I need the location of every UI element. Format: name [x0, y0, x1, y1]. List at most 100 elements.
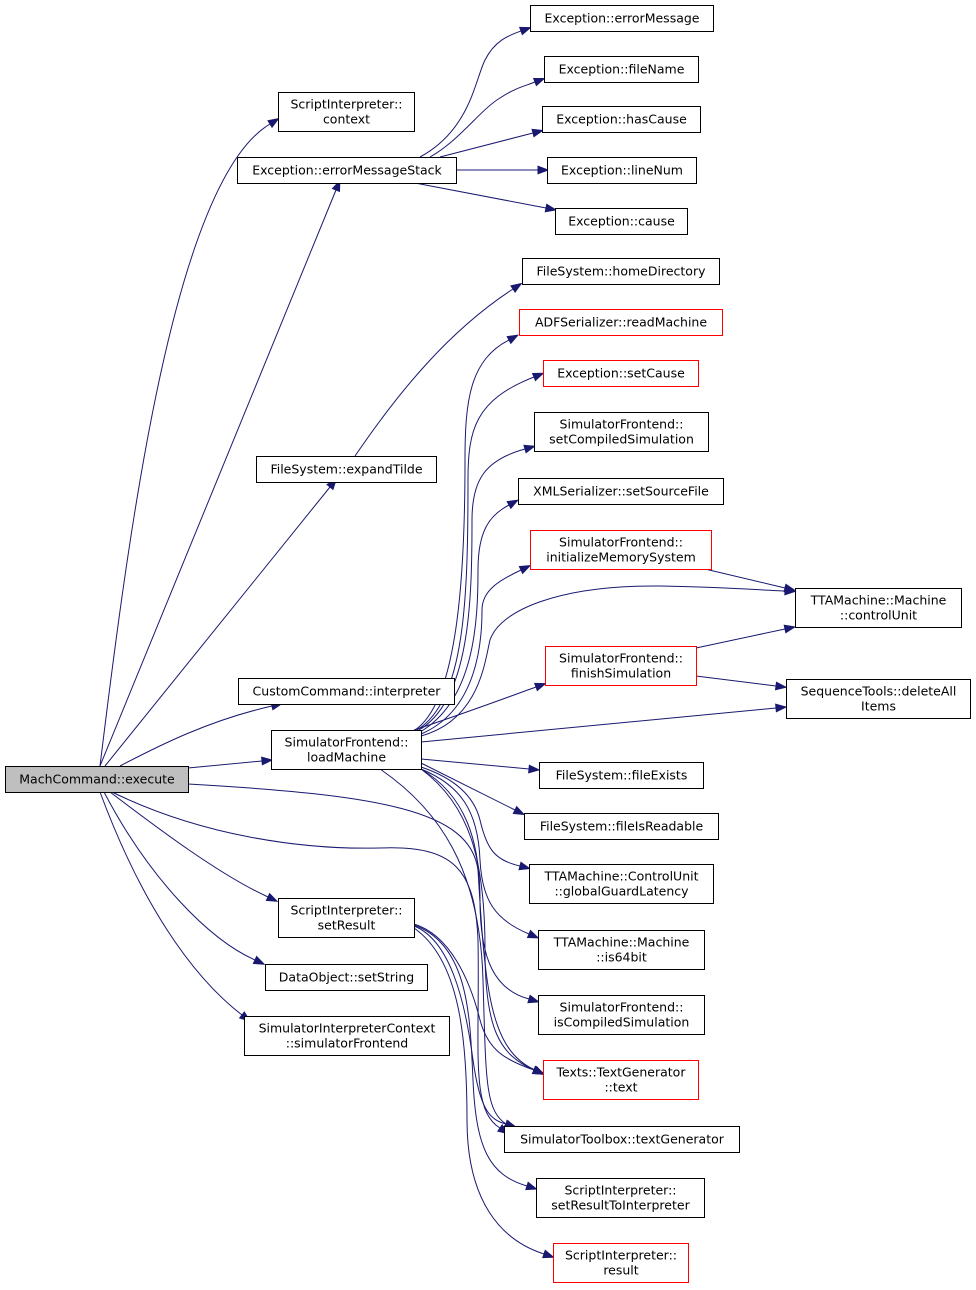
node-box [534, 412, 709, 452]
call-edge-n18-n19 [695, 675, 777, 687]
arrowhead-n16-n17 [783, 583, 797, 593]
node-label: TTAMachine::Machine [553, 935, 690, 950]
arrowhead-n2-n4 [532, 77, 546, 87]
function-node-exception-errormessagestack[interactable]: Exception::errorMessageStack [237, 157, 457, 184]
function-node-exception-linenum[interactable]: Exception::lineNum [547, 157, 697, 184]
function-node-simulatortoolbox-textgenerator[interactable]: SimulatorToolbox::textGenerator [504, 1126, 740, 1153]
arrowhead-n27-n30 [525, 1181, 538, 1191]
node-label: SimulatorFrontend:: [559, 535, 683, 550]
node-box [530, 530, 712, 570]
arrowhead-n11-n14 [523, 444, 536, 454]
function-node-scriptinterpreter-context[interactable]: ScriptInterpreter::context [278, 92, 415, 132]
call-edge-n2-n7 [414, 182, 547, 209]
function-node-filesystem-fileisreadable[interactable]: FileSystem::fileIsReadable [524, 813, 719, 840]
node-box [555, 208, 688, 235]
arrowhead-n27-n31 [542, 1249, 555, 1259]
function-node-exception-hascause[interactable]: Exception::hasCause [542, 106, 701, 133]
function-node-filesystem-expandtilde[interactable]: FileSystem::expandTilde [256, 456, 437, 483]
function-node-adfserializer-readmachine[interactable]: ADFSerializer::readMachine [519, 309, 723, 336]
node-label: finishSimulation [571, 666, 671, 681]
node-label: SimulatorFrontend:: [285, 735, 409, 750]
node-label: FileSystem::homeDirectory [536, 264, 706, 279]
node-label: Exception::errorMessageStack [252, 163, 442, 178]
call-edge-n0-n26 [111, 791, 501, 1129]
node-box [545, 646, 697, 686]
function-node-ttamachine-machine-is64bit[interactable]: TTAMachine::Machine::is64bit [538, 930, 705, 970]
function-node-ttamachine-controlunit-globalguardlatency[interactable]: TTAMachine::ControlUnit::globalGuardLate… [529, 864, 714, 904]
arrowhead-n0-n1 [267, 117, 280, 129]
function-node-ttamachine-machine-controlunit[interactable]: TTAMachine::Machine::controlUnit [795, 588, 962, 628]
arrowhead-n27-n25 [532, 1065, 545, 1075]
node-label: loadMachine [307, 750, 386, 765]
node-label: Exception::hasCause [556, 112, 687, 127]
function-node-exception-errormessage[interactable]: Exception::errorMessage [530, 5, 714, 32]
node-label: initializeMemorySystem [546, 550, 696, 565]
call-edge-n11-n20 [420, 758, 530, 770]
call-edge-n27-n25 [413, 923, 535, 1071]
function-node-simulatorfrontend-finishsimulation[interactable]: SimulatorFrontend::finishSimulation [545, 646, 697, 686]
call-edge-n11-n13 [416, 376, 535, 731]
call-edge-n27-n26 [413, 925, 507, 1125]
call-edge-n11-n17 [420, 585, 786, 737]
function-node-exception-filename[interactable]: Exception::fileName [544, 56, 699, 83]
node-label: TTAMachine::ControlUnit [543, 869, 698, 884]
call-edge-n0-n10 [119, 705, 273, 767]
node-label: Exception::setCause [557, 366, 685, 381]
node-box [544, 56, 699, 83]
function-node-filesystem-fileexists[interactable]: FileSystem::fileExists [539, 762, 704, 789]
node-label: setResultToInterpreter [551, 1198, 690, 1213]
node-label: MachCommand::execute [19, 772, 175, 787]
function-node-exception-setcause[interactable]: Exception::setCause [543, 360, 699, 387]
node-label: setResult [318, 918, 376, 933]
node-label: ::globalGuardLatency [554, 884, 689, 899]
arrowhead-n8-n9 [510, 282, 523, 294]
function-node-filesystem-homedirectory[interactable]: FileSystem::homeDirectory [522, 258, 720, 285]
node-box [278, 898, 415, 938]
function-node-simulatorinterpretercontext-simulatorfrontend[interactable]: SimulatorInterpreterContext::simulatorFr… [244, 1016, 450, 1056]
function-node-scriptinterpreter-setresult[interactable]: ScriptInterpreter::setResult [278, 898, 415, 938]
node-box [539, 762, 704, 789]
function-node-simulatorfrontend-iscompiledsimulation[interactable]: SimulatorFrontend::isCompiledSimulation [538, 995, 705, 1035]
node-label: setCompiledSimulation [549, 432, 694, 447]
arrowhead-n2-n6 [537, 165, 550, 175]
arrowhead-n11-n18 [533, 682, 547, 692]
function-node-customcommand-interpreter[interactable]: CustomCommand::interpreter [238, 678, 455, 705]
function-node-simulatorfrontend-loadmachine[interactable]: SimulatorFrontend::loadMachine [271, 730, 422, 770]
node-label: SimulatorInterpreterContext [259, 1021, 436, 1036]
node-box [522, 258, 720, 285]
function-node-simulatorfrontend-initializememorysystem[interactable]: SimulatorFrontend::initializeMemorySyste… [530, 530, 712, 570]
call-edge-n11-n25 [420, 768, 535, 1071]
function-node-dataobject-setstring[interactable]: DataObject::setString [265, 964, 428, 991]
node-box [504, 1126, 740, 1153]
function-node-scriptinterpreter-result[interactable]: ScriptInterpreter::result [553, 1243, 689, 1283]
node-label: Exception::fileName [559, 62, 685, 77]
node-box [553, 1243, 689, 1283]
call-edge-n11-n16 [420, 569, 522, 735]
call-edge-n11-n24 [420, 768, 530, 1000]
call-edge-n27-n30 [413, 924, 528, 1187]
node-box [538, 995, 705, 1035]
function-node-xmlserializer-setsourcefile[interactable]: XMLSerializer::setSourceFile [518, 478, 724, 505]
function-node-texts-textgenerator-text[interactable]: Texts::TextGenerator::text [543, 1060, 699, 1100]
node-label: ScriptInterpreter:: [564, 1183, 676, 1198]
call-edge-n0-n29 [99, 791, 243, 1016]
arrowhead-n2-n3 [518, 26, 532, 36]
arrowhead-n0-n27 [265, 892, 279, 902]
node-label: ::is64bit [596, 950, 647, 965]
node-label: Exception::cause [568, 214, 675, 229]
node-label: Exception::lineNum [561, 163, 683, 178]
function-node-simulatorfrontend-setcompiledsimulation[interactable]: SimulatorFrontend::setCompiledSimulation [534, 412, 709, 452]
arrowhead-n2-n7 [544, 203, 558, 213]
node-box [542, 106, 701, 133]
arrowhead-n11-n12 [506, 334, 520, 345]
arrowhead-n2-n5 [531, 128, 545, 138]
call-edge-n2-n4 [429, 81, 536, 158]
function-node-exception-cause[interactable]: Exception::cause [555, 208, 688, 235]
node-label: Exception::errorMessage [545, 11, 700, 26]
node-label: XMLSerializer::setSourceFile [533, 484, 709, 499]
function-node-machcommand-execute[interactable]: MachCommand::execute [5, 766, 189, 793]
node-label: DataObject::setString [279, 970, 414, 985]
node-box [237, 157, 457, 184]
function-node-scriptinterpreter-setresulttointerpreter[interactable]: ScriptInterpreter::setResultToInterprete… [536, 1178, 705, 1218]
